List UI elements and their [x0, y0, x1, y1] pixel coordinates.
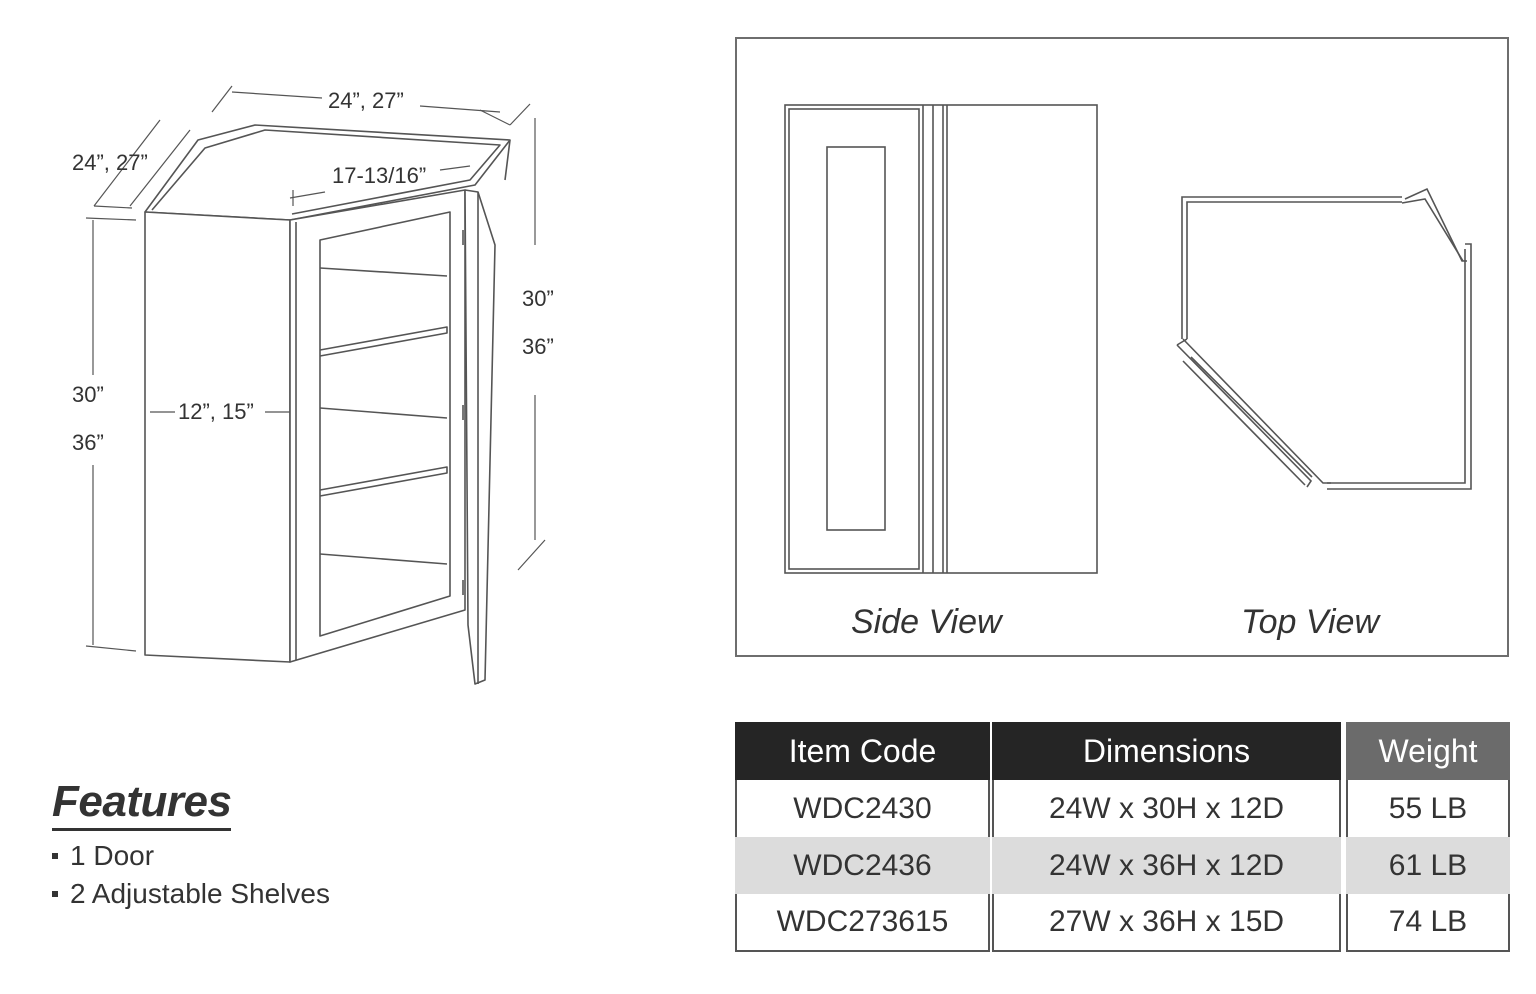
- views-panel: Side View Top View: [735, 37, 1509, 657]
- table-cell: 27W x 36H x 15D: [992, 894, 1341, 952]
- dim-height-left-30: 30”: [72, 382, 104, 407]
- table-column-weight: Weight 55 LB 61 LB 74 LB: [1346, 722, 1510, 952]
- table-column-dimensions: Dimensions 24W x 30H x 12D 24W x 36H x 1…: [992, 722, 1341, 952]
- dim-height-left-36: 36”: [72, 430, 104, 455]
- cabinet-front-opening: [319, 211, 451, 637]
- bullet-icon: [52, 890, 58, 897]
- dim-height-right-36: 36”: [522, 334, 554, 359]
- cabinet-front-face: [289, 189, 466, 663]
- dim-side-depth: 12”, 15”: [178, 399, 254, 424]
- table-cell: 55 LB: [1346, 780, 1510, 837]
- table-cell: 24W x 30H x 12D: [992, 780, 1341, 837]
- shelf-line: [319, 267, 448, 277]
- cabinet-isometric-drawing: 24”, 27” 24”, 27” 17-13/16” 12”, 15” 30”…: [72, 85, 554, 685]
- feature-item: 2 Adjustable Shelves: [52, 875, 330, 913]
- cabinet-left-side: [144, 211, 291, 663]
- shelf-line: [319, 466, 448, 497]
- dim-front-width: 17-13/16”: [332, 163, 426, 188]
- cabinet-door-open: [464, 189, 496, 685]
- bullet-icon: [52, 852, 58, 859]
- table-cell: WDC273615: [735, 894, 990, 952]
- features-list: 1 Door 2 Adjustable Shelves: [52, 837, 330, 913]
- side-view-drawing: [784, 104, 1098, 574]
- header-item-code: Item Code: [735, 722, 990, 780]
- features-section: Features 1 Door 2 Adjustable Shelves: [52, 778, 330, 913]
- feature-item: 1 Door: [52, 837, 330, 875]
- table-cell: 61 LB: [1346, 837, 1510, 894]
- features-title: Features: [52, 778, 232, 831]
- cabinet-top-inner: [151, 129, 501, 215]
- table-cell: 24W x 36H x 12D: [992, 837, 1341, 894]
- views-drawing: Side View Top View: [784, 104, 1472, 641]
- header-weight: Weight: [1346, 722, 1510, 780]
- dim-left-depth: 24”, 27”: [72, 150, 148, 175]
- shelf-line: [319, 326, 448, 357]
- feature-text: 2 Adjustable Shelves: [70, 878, 330, 909]
- header-dimensions: Dimensions: [992, 722, 1341, 780]
- dim-height-right-30: 30”: [522, 286, 554, 311]
- top-view-label: Top View: [1241, 603, 1381, 641]
- feature-text: 1 Door: [70, 840, 155, 871]
- shelf-line: [319, 553, 448, 565]
- shelf-line: [319, 407, 448, 419]
- table-cell: WDC2436: [735, 837, 990, 894]
- table-cell: 74 LB: [1346, 894, 1510, 952]
- table-cell: WDC2430: [735, 780, 990, 837]
- side-view-label: Side View: [851, 603, 1004, 641]
- top-view-drawing: [1176, 187, 1472, 490]
- dim-top-width: 24”, 27”: [328, 88, 404, 113]
- table-column-item-code: Item Code WDC2430 WDC2436 WDC273615: [735, 722, 990, 952]
